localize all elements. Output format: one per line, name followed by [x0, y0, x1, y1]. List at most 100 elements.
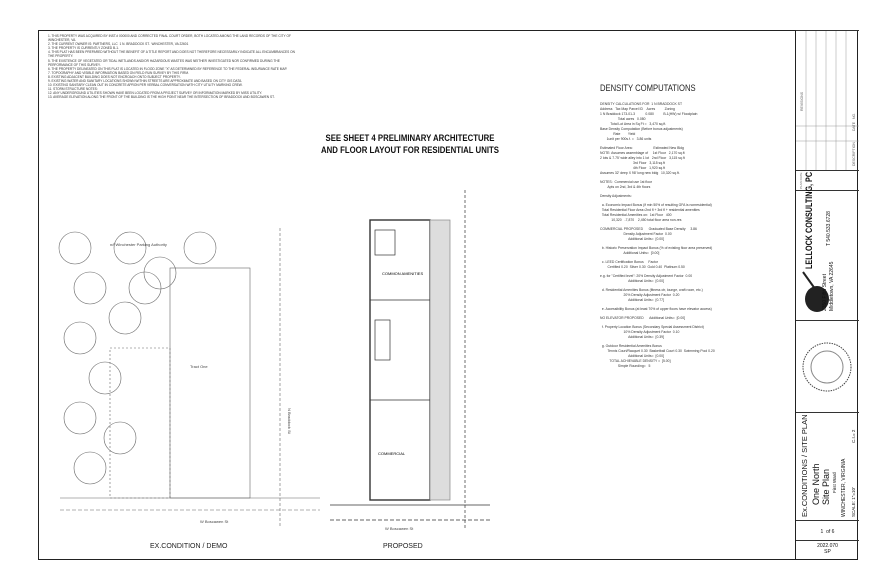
proposed-plan: COMMON AMENITIES COMMERCIAL W Boscawen S…: [330, 190, 490, 531]
density-row: Additional Units= [0.00]: [600, 251, 660, 255]
density-row: Additional Units= [0.00]: [600, 237, 664, 241]
tree-canopy: [88, 361, 122, 395]
density-row: 1 N Braddock 173-01-3 0.080 B-1(HW) w/ F…: [600, 112, 698, 116]
note-item: 12. ANY UNDERGROUND UTILITIES SHOWN HAVE…: [48, 91, 263, 96]
density-row: Additional Units= [0.77]: [600, 298, 664, 302]
professional-seal: [796, 320, 859, 412]
common-amenities-label: COMMON AMENITIES: [382, 271, 423, 276]
note-item: 1. THIS PROPERTY WAS ACQUIRED BY INST.# …: [48, 34, 292, 43]
density-title: DENSITY COMPUTATIONS: [600, 83, 696, 93]
density-row: DENSITY CALCULATIONS FOR 1 N BRADDOCK ST: [600, 102, 683, 106]
heading-line-1: SEE SHEET 4 PRELIMINARY ARCHITECTURE: [325, 133, 495, 144]
firm-address-1: 2350 Fifth Street: [822, 274, 828, 311]
general-notes: 1. THIS PROPERTY WAS ACQUIRED BY INST.# …: [48, 34, 298, 100]
density-row: Additional Units= [0.00]: [600, 354, 664, 358]
tree-canopy: [128, 271, 162, 305]
density-row: Additional Units= [0.00]: [600, 279, 664, 283]
note-item: 9. EXISTING WATER AND SANITARY LOCATIONS…: [48, 79, 243, 84]
ward: First Ward: [832, 472, 837, 493]
density-row: 3rd Floor 3,115 sq.ft: [600, 161, 665, 165]
sheet-title-block: Ex.CONDITIONS / SITE PLAN One North Site…: [796, 412, 859, 520]
street-label: W Boscawen St: [385, 526, 414, 531]
sheet-number: 1 of 6: [796, 529, 859, 535]
density-row: 2 lots & 7.75' wide alley into 1 lot 2nd…: [600, 156, 685, 160]
density-row: Simple Rounding= 5: [600, 364, 651, 368]
note-item: 4. THIS PLAT HAS BEEN PREPARED WITHOUT T…: [48, 50, 296, 59]
revisions-table: REVISIONS DESCRIPTION DATE NO.: [796, 30, 859, 171]
plan-date-label: PLAN DATE: [799, 172, 803, 189]
density-row: 10,320 -7,870 2,450 total floor area non…: [600, 218, 682, 222]
note-item: 13. AVERAGE ELEVATION ALONG THE FRONT OF…: [48, 95, 275, 100]
density-row: COMMERCIAL PROPOSED Graduated Base Densi…: [600, 227, 697, 231]
note-item: 7. TOPOGRAPHY AND VISIBLE INFORMATION BA…: [48, 70, 189, 75]
density-row: Additional Units= [0.39]: [600, 335, 664, 339]
tree-canopy: [58, 231, 92, 265]
revisions-label: REVISIONS: [800, 91, 804, 111]
firm-block: LELLOCK CONSULTING, PC 2350 Fifth Street…: [796, 172, 859, 320]
density-row: b. Historic Preservation Impact Bonus (%…: [600, 246, 713, 250]
firm-phone: T 540.533.6728: [826, 211, 832, 246]
density-row: Total Lot Area in Sq Ft = 3,470 sq.ft.: [600, 122, 667, 126]
existing-plan-label: EX.CONDITION / DEMO: [150, 543, 228, 550]
heading-line-2: AND FLOOR LAYOUT FOR RESIDENTIAL UNITS: [321, 145, 499, 156]
density-row: 4th Floor 1,920 sq.ft: [600, 166, 666, 170]
firm-address-2: Middletown, VA 22645: [829, 261, 835, 311]
tree-canopy: [63, 321, 97, 355]
note-item: 6. THE PROPERTY DELINEATED ON THIS PLAT …: [48, 66, 288, 71]
firm-name: LELLOCK CONSULTING, PC: [804, 171, 814, 269]
density-row: NO ELEVATOR PROPOSED Additional Units= […: [600, 316, 686, 320]
tree-canopy: [143, 256, 177, 290]
firm-logo: [802, 271, 829, 312]
density-row: e. Accessibility Bonus (at least 70% of …: [600, 307, 712, 311]
density-row: NOTE: Assumes assemblage of 1st Floor 2,…: [600, 151, 685, 155]
density-row: Estimated Floor Area: Estimated New Bldg: [600, 146, 684, 150]
density-row: Certified 0.20 Silver 0.30 Gold 0.40 Pla…: [600, 265, 685, 269]
date-column-label: DATE: [852, 121, 856, 131]
sheet-title: Ex.CONDITIONS / SITE PLAN: [800, 414, 809, 517]
existing-conditions-plan: n/f Winchester Parking Authority Tract O…: [58, 228, 320, 528]
contour-interval: C.I.= 2: [851, 429, 856, 443]
title-block: REVISIONS DESCRIPTION DATE NO. PLAN DATE…: [795, 30, 859, 560]
note-item: 11. STORM STRUCTURE NOTES:: [48, 87, 98, 92]
project-name-1: One North: [811, 463, 821, 505]
density-row: d. Residential Amenities Bonus (fitness …: [600, 288, 703, 292]
density-row: NOTES: Commercial use 1st floor: [600, 180, 653, 184]
project-name-2: Site Plan: [821, 468, 831, 505]
note-item: 5. THE EXISTENCE OF VEGETATED OR TIDAL W…: [48, 58, 281, 67]
density-row: 10% Density Adjustment Factor 0.10: [600, 330, 680, 334]
note-item: 10. EXISTING SANITARY CLEAN OUT IN CONCR…: [48, 83, 243, 88]
drawing-sheet-border: [38, 30, 858, 560]
job-number: 2022.070: [796, 540, 859, 549]
note-item: 3. THE PROPERTY IS CURRENTLY ZONED B-1.: [48, 46, 119, 51]
tract-label: Tract One: [190, 364, 208, 369]
tree-canopy: [73, 451, 107, 485]
density-row: 1unit per 900s.f. = 3.86 units: [600, 137, 652, 141]
sheet-code: SP: [824, 549, 831, 555]
density-row: Tennis Court/Racquet 0.30 Basketball Cou…: [600, 349, 715, 353]
description-label: DESCRIPTION: [852, 142, 856, 166]
sheet-index: 1: [820, 529, 824, 535]
density-row: Address Tax Map Parcel ID Acres Zoning: [600, 107, 675, 111]
plan-date-box: PLAN DATE: [796, 170, 859, 190]
note-item: 8. EXISTING ADJACENT BUILDING DOES NOT E…: [48, 74, 181, 79]
density-row: TOTAL ACHIEVABLE DENSITY = [5.00]: [600, 359, 671, 363]
density-row: g. Outdoor Residential Amenities Bonus: [600, 344, 662, 348]
density-row: Total acres 0.080: [600, 117, 646, 121]
tree-canopy: [108, 301, 142, 335]
density-row: Assumes 32' deep X 98' long new bldg 10,…: [600, 171, 680, 175]
architecture-reference-heading: SEE SHEET 4 PRELIMINARY ARCHITECTURE AND…: [320, 133, 500, 157]
tree-canopy: [73, 271, 107, 305]
density-row: f. Property Location Bonus (Secondary Sp…: [600, 325, 704, 329]
density-row: 20% Density Adjustment Factor 0.20: [600, 293, 680, 297]
proposed-plan-label: PROPOSED: [383, 543, 423, 550]
tree-canopy: [113, 231, 147, 265]
parking-authority-label: n/f Winchester Parking Authority: [110, 242, 167, 247]
density-row: Apts on 2nd, 3rd & 4th floors: [600, 185, 651, 189]
location: WINCHESTER, VIRGINIA: [841, 458, 847, 517]
street-label: W Boscawen St: [200, 519, 229, 524]
density-row: Density Adjustments:: [600, 194, 632, 198]
scale: SCALE: 1"=10': [851, 487, 856, 517]
density-row: Total Residential Floor Area=2nd fl + 3r…: [600, 208, 700, 212]
density-row: c. LEED Certification Bonus Factor: [600, 260, 659, 264]
density-row: Total Residential Amenities on: 1st Floo…: [600, 213, 672, 217]
